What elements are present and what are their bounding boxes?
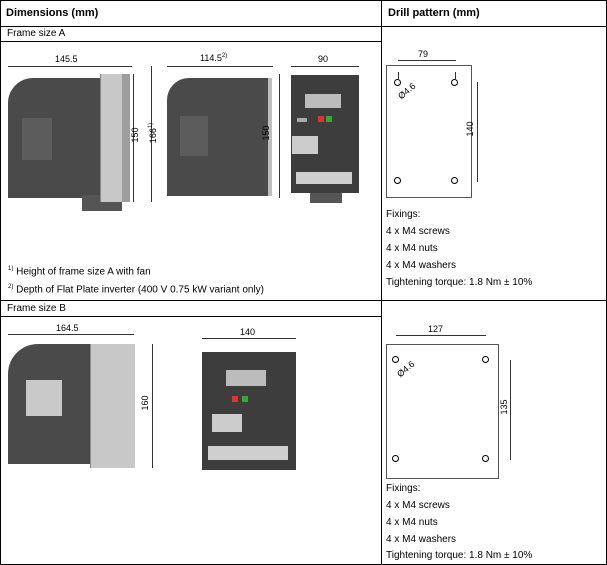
frame-b-drill-plate — [386, 344, 499, 479]
dimensions-header: Dimensions (mm) — [6, 7, 99, 19]
frame-a-fixings-3: 4 x M4 washers — [386, 260, 457, 271]
frame-b-side-height: 160 — [140, 395, 150, 411]
frame-a-flat-height: 150 — [261, 125, 271, 141]
frame-a-side-width: 145.5 — [55, 54, 78, 64]
frame-b-fixings-3: 4 x M4 washers — [386, 534, 457, 545]
drill-pattern-header: Drill pattern (mm) — [388, 7, 480, 19]
frame-b-title: Frame size B — [7, 303, 66, 314]
frame-a-side-height: 150 — [130, 127, 140, 143]
frame-b-fixings-4: Tightening torque: 1.8 Nm ± 10% — [386, 550, 533, 561]
table-border-top — [0, 0, 607, 1]
frame-a-front-width: 90 — [318, 54, 329, 64]
frame-a-fixings-4: Tightening torque: 1.8 Nm ± 10% — [386, 277, 533, 288]
frame-a-footnote-2: 2) Depth of Flat Plate inverter (400 V 0… — [8, 284, 265, 296]
frame-a-footnote-1: 1) Height of frame size A with fan — [8, 266, 151, 278]
frame-b-drill-width: 127 — [428, 324, 444, 334]
frame-a-flat-width: 114.52) — [200, 53, 228, 63]
frame-b-fixings-2: 4 x M4 nuts — [386, 517, 438, 528]
frame-b-drill-height: 135 — [499, 399, 509, 415]
table-border-frame-b — [0, 300, 607, 301]
table-border-left — [0, 0, 1, 565]
frame-b-fixings-1: 4 x M4 screws — [386, 500, 450, 511]
frame-a-drill-plate — [386, 65, 472, 198]
frame-b-fixings-0: Fixings: — [386, 483, 421, 494]
table-border-header — [0, 26, 607, 27]
table-border-mid — [381, 0, 382, 565]
table-border-a-title — [0, 41, 382, 42]
frame-a-fixings-0: Fixings: — [386, 209, 421, 220]
frame-a-fixings-2: 4 x M4 nuts — [386, 243, 438, 254]
frame-a-title: Frame size A — [7, 28, 66, 39]
table-border-b-title — [0, 316, 382, 317]
frame-a-drill-height: 140 — [465, 121, 475, 137]
frame-a-side-height-fan: 1661) — [148, 122, 158, 144]
frame-a-fixings-1: 4 x M4 screws — [386, 226, 450, 237]
frame-a-drill-width: 79 — [418, 49, 429, 59]
frame-b-side-width: 164.5 — [56, 323, 79, 333]
frame-b-front-width: 140 — [240, 327, 256, 337]
